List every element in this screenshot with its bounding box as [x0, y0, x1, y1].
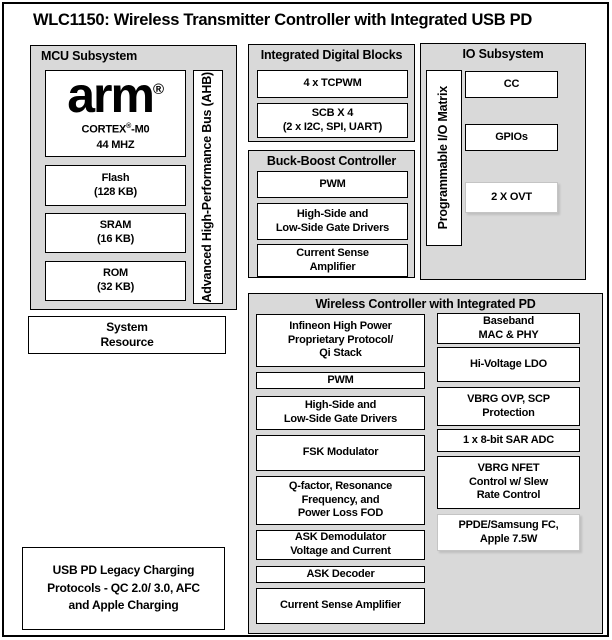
wireless-current-sense-block: Current Sense Amplifier: [256, 588, 425, 624]
sram-block: SRAM (16 KB): [45, 213, 186, 253]
q-factor-fod-block: Q-factor, Resonance Frequency, and Power…: [256, 476, 425, 525]
io-subsystem-header: IO Subsystem: [462, 47, 544, 61]
system-resource-block: System Resource: [28, 316, 226, 354]
wireless-controller-header: Wireless Controller with Integrated PD: [315, 297, 536, 311]
tcpwm-block: 4 x TCPWM: [257, 70, 408, 98]
rom-block: ROM (32 KB): [45, 261, 186, 301]
buck-boost-current-sense-block: Current Sense Amplifier: [257, 244, 408, 277]
integrated-digital-blocks-header: Integrated Digital Blocks: [260, 48, 403, 62]
baseband-mac-phy-block: Baseband MAC & PHY: [437, 313, 580, 344]
integrated-digital-blocks-panel: Integrated Digital Blocks 4 x TCPWM SCB …: [248, 44, 415, 142]
ask-decoder-block: ASK Decoder: [256, 566, 425, 583]
wireless-gate-drivers-block: High-Side and Low-Side Gate Drivers: [256, 396, 425, 430]
buck-boost-controller-panel: Buck-Boost Controller PWM High-Side and …: [248, 150, 415, 278]
wireless-controller-panel: Wireless Controller with Integrated PD I…: [248, 293, 603, 634]
buck-boost-controller-header: Buck-Boost Controller: [266, 154, 397, 168]
programmable-io-matrix-block: Programmable I/O Matrix: [426, 70, 462, 246]
cortex-label: CORTEX®-M0: [81, 122, 150, 136]
cc-block: CC: [465, 71, 558, 98]
vbrg-nfet-block: VBRG NFET Control w/ Slew Rate Control: [437, 456, 580, 509]
ppde-samsung-apple-block: PPDE/Samsung FC, Apple 7.5W: [437, 514, 580, 551]
scb-block: SCB X 4 (2 x I2C, SPI, UART): [257, 103, 408, 138]
infineon-protocol-block: Infineon High Power Proprietary Protocol…: [256, 314, 425, 367]
ahb-bus-block: Advanced High-Performance Bus (AHB): [193, 70, 223, 304]
mcu-subsystem-header: MCU Subsystem: [41, 49, 138, 63]
buck-boost-gate-drivers-block: High-Side and Low-Side Gate Drivers: [257, 203, 408, 240]
ask-demodulator-block: ASK Demodulator Voltage and Current: [256, 530, 425, 560]
hi-voltage-ldo-block: Hi-Voltage LDO: [437, 347, 580, 382]
mcu-subsystem-panel: MCU Subsystem arm® CORTEX®-M0 44 MHZ Adv…: [30, 45, 237, 310]
io-subsystem-panel: IO Subsystem Programmable I/O Matrix CC …: [420, 43, 586, 280]
cpu-frequency: 44 MHZ: [96, 139, 135, 152]
ovt-block: 2 X OVT: [465, 182, 558, 213]
programmable-io-matrix-label: Programmable I/O Matrix: [436, 86, 451, 230]
arm-cortex-block: arm® CORTEX®-M0 44 MHZ: [45, 70, 186, 157]
fsk-modulator-block: FSK Modulator: [256, 435, 425, 471]
vbrg-ovp-scp-block: VBRG OVP, SCP Protection: [437, 387, 580, 426]
ahb-bus-label: Advanced High-Performance Bus (AHB): [200, 71, 215, 303]
diagram-title: WLC1150: Wireless Transmitter Controller…: [33, 11, 532, 29]
usb-pd-legacy-charging-block: USB PD Legacy Charging Protocols - QC 2.…: [22, 547, 225, 630]
flash-block: Flash (128 KB): [45, 165, 186, 206]
sar-adc-block: 1 x 8-bit SAR ADC: [437, 429, 580, 452]
gpios-block: GPIOs: [465, 124, 558, 151]
arm-logo: arm®: [67, 67, 164, 124]
buck-boost-pwm-block: PWM: [257, 171, 408, 198]
wireless-pwm-block: PWM: [256, 372, 425, 389]
